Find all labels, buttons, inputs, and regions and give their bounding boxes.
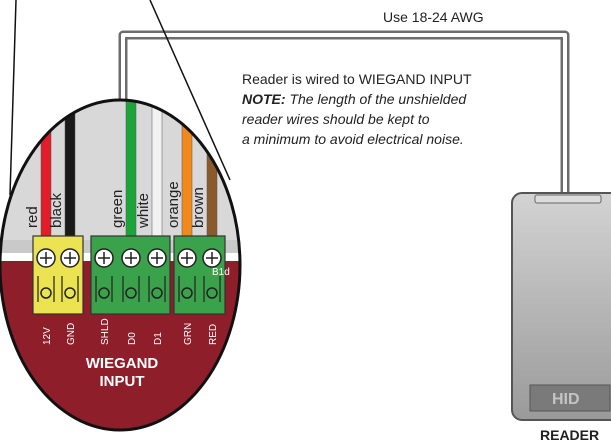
terminal-label-GRN: GRN [183, 323, 194, 345]
connector-oval-border [0, 98, 242, 432]
wire-label-orange: orange [165, 181, 182, 228]
led-block [173, 235, 226, 315]
reader-device: HID [511, 192, 611, 421]
terminal-label-SHLD: SHLD [100, 318, 111, 345]
power-block [32, 235, 84, 315]
wire-brown [206, 100, 218, 241]
cable-gauge-note: Use 18-24 AWG [383, 9, 484, 25]
connector-zoom: red black green white orange brown 12V GND SHLD… [0, 100, 240, 430]
wire-white [151, 100, 163, 241]
note-line-2-text: The length of the unshielded [286, 91, 468, 107]
note-line-2: NOTE: The length of the unshielded [242, 91, 467, 107]
wiegand-label-line2: INPUT [100, 373, 145, 390]
wiegand-label-line1: WIEGAND [86, 355, 159, 372]
note-line-1: Reader is wired to WIEGAND INPUT [242, 71, 472, 87]
wire-label-white: white [135, 193, 152, 229]
wire-black [64, 100, 76, 241]
callout-line-right [149, 0, 231, 181]
note-line-3: reader wires should be kept to [242, 111, 430, 127]
terminal-label-GND: GND [66, 323, 77, 345]
terminal-label-RED: RED [208, 324, 219, 345]
wire-label-brown: brown [190, 187, 207, 228]
terminal-label-12V: 12V [42, 327, 53, 345]
wire-label-red: red [24, 206, 41, 228]
hid-logo: HID [552, 391, 580, 408]
reader-label: READER [540, 427, 599, 443]
data-block [90, 235, 171, 315]
note-line-4: a minimum to avoid electrical noise. [242, 131, 464, 147]
wire-label-black: black [48, 192, 65, 228]
terminal-label-D1: D1 [153, 332, 164, 345]
callout-line-left [9, 0, 17, 196]
side-marker: B1d [212, 267, 230, 278]
note-label: NOTE: [242, 91, 286, 107]
wire-label-green: green [109, 190, 126, 228]
terminal-label-D0: D0 [127, 332, 138, 345]
